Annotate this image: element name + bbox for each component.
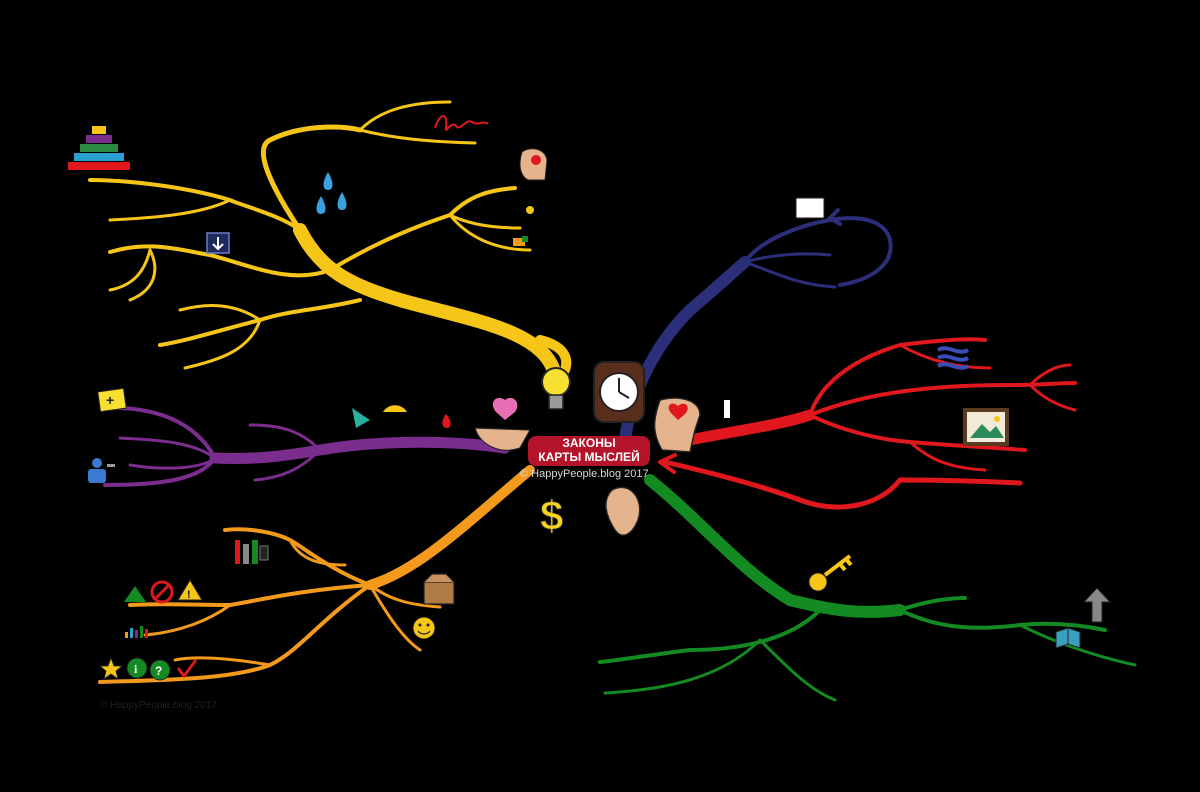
dollar-icon: $ xyxy=(540,492,564,540)
svg-text:$: $ xyxy=(540,492,563,539)
copyright-label: © HappyPeople.blog 2017 xyxy=(520,468,649,480)
shirt-icon xyxy=(513,236,528,246)
star-icon xyxy=(98,656,124,680)
central-title-line1: ЗАКОНЫ xyxy=(562,436,616,450)
pyramid-icon xyxy=(68,126,130,170)
bar-chart-icon xyxy=(125,626,148,638)
drop-icon xyxy=(442,414,451,428)
central-title-line2: КАРТЫ МЫСЛЕЙ xyxy=(538,450,640,464)
book-icon xyxy=(1055,627,1081,649)
svg-text:i: i xyxy=(134,662,138,676)
orange-branch xyxy=(98,465,535,684)
person-icon xyxy=(88,458,115,483)
shapes-icon xyxy=(352,405,407,428)
head-heart-small-icon xyxy=(519,148,548,181)
triangle-icon xyxy=(124,586,146,602)
lightbulb-icon xyxy=(541,367,571,410)
yellow-dot-icon xyxy=(526,206,534,214)
central-title: ЗАКОНЫ КАРТЫ МЫСЛЕЙ xyxy=(528,436,650,466)
ear-icon xyxy=(605,486,641,536)
note-card-icon xyxy=(795,197,825,219)
corner-copyright-label: © HappyPeople.blog 2017 xyxy=(100,700,217,711)
head-heart-icon xyxy=(653,397,701,453)
up-arrow-icon xyxy=(1082,587,1112,623)
waves-icon xyxy=(936,346,970,370)
red-branch xyxy=(658,337,1077,510)
purple-branch xyxy=(103,406,511,487)
yellow-branch xyxy=(88,100,572,382)
warning-icon: ! xyxy=(177,579,203,601)
small-label-icon xyxy=(724,400,730,418)
water-drops-icon xyxy=(316,172,347,214)
scribble-icon xyxy=(434,115,489,131)
plus-card-icon: + xyxy=(97,387,127,413)
hand-heart-icon xyxy=(474,397,531,451)
no-icon xyxy=(150,580,174,604)
box-icon xyxy=(423,573,455,605)
check-icon xyxy=(176,659,198,679)
smiley-icon xyxy=(412,616,436,640)
frame-picture-icon xyxy=(963,408,1009,446)
svg-text:?: ? xyxy=(155,664,162,678)
clock-icon xyxy=(593,361,645,423)
svg-text:+: + xyxy=(106,392,114,408)
green-branch xyxy=(598,474,1137,702)
svg-text:!: ! xyxy=(187,589,191,601)
pens-icon xyxy=(235,540,269,564)
download-icon xyxy=(206,232,230,254)
key-icon xyxy=(808,554,853,592)
info-icon: i xyxy=(126,657,148,679)
question-icon: ? xyxy=(149,659,171,681)
